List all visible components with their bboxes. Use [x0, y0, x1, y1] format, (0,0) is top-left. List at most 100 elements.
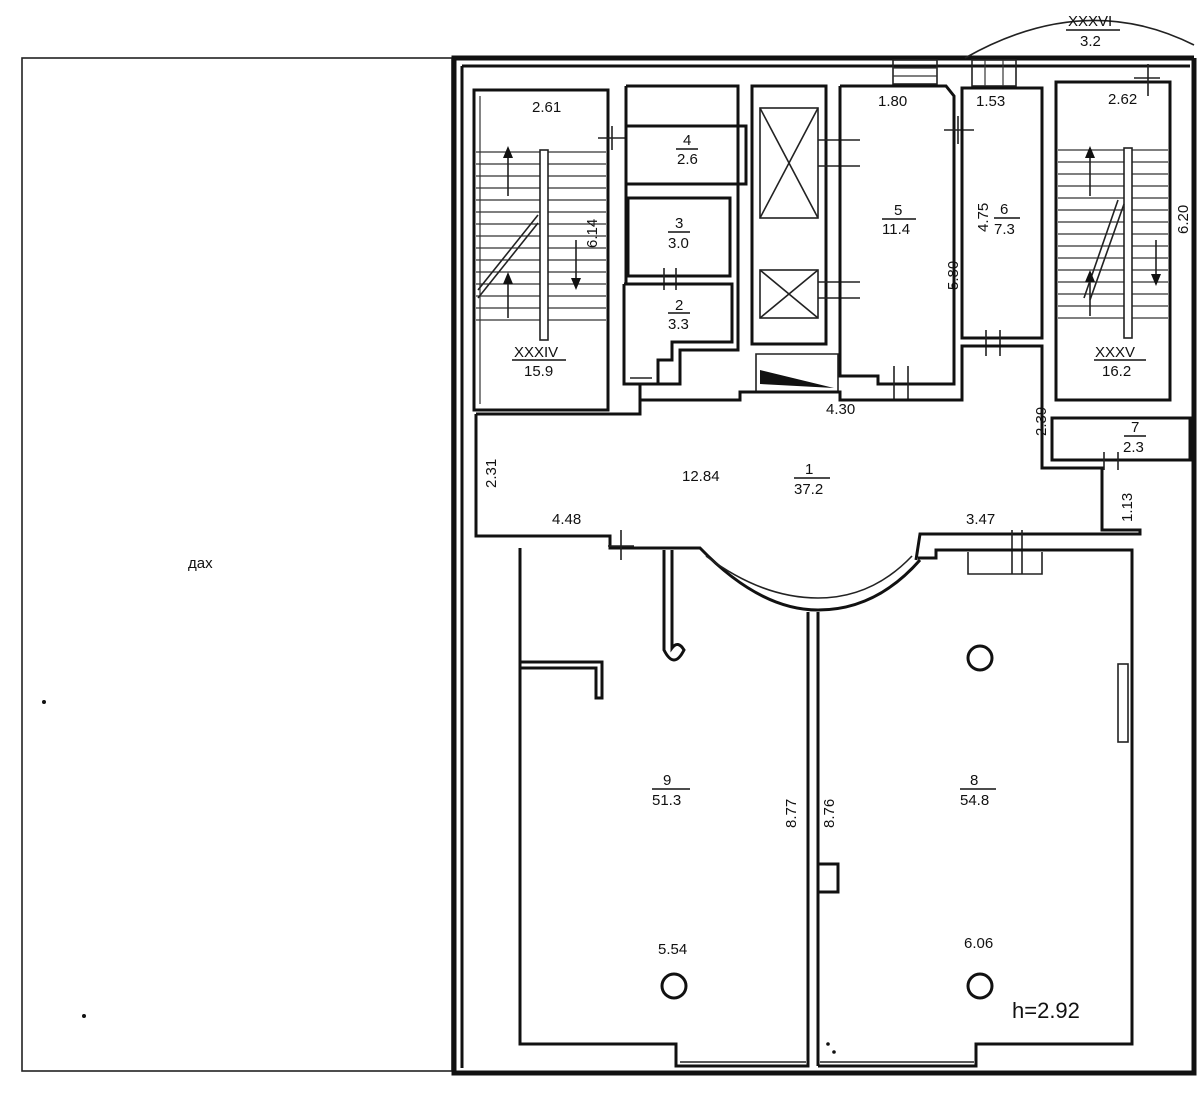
- dim-6-20: 6.20: [1175, 205, 1192, 234]
- roof-area-outline: [21, 57, 453, 1072]
- dim-8-76: 8.76: [821, 799, 838, 828]
- dim-5-80: 5.80: [945, 261, 962, 290]
- stair-xxxiv-down-arrow: [571, 240, 581, 290]
- room-number-4: 4: [683, 132, 691, 149]
- room-label-xxxv: XXXV 16.2: [1094, 344, 1146, 380]
- room-label-9: 9 51.3: [652, 772, 690, 809]
- stair-xxxiv-well: [539, 149, 549, 341]
- room-number-xxxv: XXXV: [1095, 344, 1135, 361]
- room-area-xxxvi: 3.2: [1080, 33, 1101, 50]
- room-number-1: 1: [805, 461, 813, 478]
- room-2-wall: [622, 282, 734, 386]
- room-area-xxxv: 16.2: [1102, 363, 1131, 380]
- corridor-1-curved-wall: [664, 546, 922, 612]
- elevator-cross: [759, 107, 819, 219]
- stair-xxxv-up-arrow: [1085, 270, 1095, 316]
- dim-3-47: 3.47: [966, 511, 995, 528]
- mark-dot: [826, 1042, 830, 1046]
- elevator-block-wall: [750, 84, 828, 346]
- room-label-1: 1 37.2: [794, 461, 830, 498]
- stair-xxxiv-break-line: [477, 214, 539, 291]
- stair-xxxiv-up-arrow: [503, 272, 513, 318]
- room-9-pier: [662, 550, 686, 662]
- stair-xxxv-well: [1123, 147, 1133, 339]
- room-8-wall-recess: [1117, 663, 1129, 743]
- room-8-top-jog: [967, 552, 1043, 575]
- room-9-wall: [518, 548, 810, 1068]
- room-area-7: 2.3: [1123, 439, 1144, 456]
- vent-symbol: [971, 59, 1017, 87]
- room-8-wall: [818, 548, 1134, 1068]
- elevator-shaft-1: [759, 107, 819, 219]
- room-5-wall: [838, 84, 956, 386]
- room-label-8: 8 54.8: [960, 772, 996, 809]
- room-label-4: 4 2.6: [676, 132, 698, 168]
- room-number-5: 5: [894, 202, 902, 219]
- corridor-1-wall: [476, 344, 1142, 561]
- room-area-6: 7.3: [994, 221, 1015, 238]
- room-label-xxxvi: XXXVI 3.2: [1066, 13, 1120, 50]
- room-7-wall: [1050, 416, 1192, 462]
- room-number-3: 3: [675, 215, 683, 232]
- corridor-1-wall-left: [474, 414, 664, 550]
- room-number-xxxiv: XXXIV: [514, 344, 558, 361]
- room-area-9: 51.3: [652, 792, 681, 809]
- room-label-7: 7 2.3: [1123, 419, 1146, 456]
- stair-xxxv-down-arrow: [1151, 240, 1161, 286]
- room-label-3: 3 3.0: [668, 215, 690, 252]
- building-outer-wall: [451, 55, 1197, 1076]
- dim-5-54: 5.54: [658, 941, 687, 958]
- room-area-1: 37.2: [794, 481, 823, 498]
- mark-dot: [832, 1050, 836, 1054]
- dim-2-39: 2.39: [1033, 407, 1050, 436]
- dim-8-77: 8.77: [783, 799, 800, 828]
- room-area-3: 3.0: [668, 235, 689, 252]
- ceiling-height-label: h=2.92: [1012, 998, 1080, 1023]
- room-area-5: 11.4: [882, 221, 910, 238]
- dim-4-30: 4.30: [826, 401, 855, 418]
- room-number-7: 7: [1131, 419, 1139, 436]
- room-label-6: 6 7.3: [994, 201, 1020, 238]
- room-3-wall: [626, 196, 732, 278]
- elevator-cross: [759, 269, 819, 319]
- dim-4-75: 4.75: [975, 203, 992, 232]
- dim-2-61: 2.61: [532, 99, 561, 116]
- room-area-8: 54.8: [960, 792, 989, 809]
- room-area-xxxiv: 15.9: [524, 363, 553, 380]
- stair-xxxiv-up-arrow: [503, 146, 513, 196]
- room-label-2: 2 3.3: [668, 297, 690, 333]
- column: [966, 644, 994, 672]
- room-6-wall: [960, 86, 1044, 340]
- elevator-shaft-2: [759, 269, 819, 319]
- stair-xxxiv-break-line: [477, 222, 539, 299]
- room-number-8: 8: [970, 772, 978, 789]
- dim-2-62: 2.62: [1108, 91, 1137, 108]
- room-label-5: 5 11.4: [882, 202, 916, 238]
- dim-1-13: 1.13: [1119, 493, 1136, 522]
- chute-fill: [760, 370, 834, 388]
- dim-12-84: 12.84: [682, 468, 720, 485]
- room-xxxiv-wall: [472, 88, 610, 412]
- column: [660, 972, 688, 1000]
- room-area-4: 2.6: [677, 151, 698, 168]
- stair-xxxv-break-line: [1083, 199, 1119, 299]
- dim-6-14: 6.14: [584, 219, 601, 248]
- dim-4-48: 4.48: [552, 511, 581, 528]
- room-number-2: 2: [675, 297, 683, 314]
- roof-label: дах: [188, 555, 213, 572]
- room-number-9: 9: [663, 772, 671, 789]
- room-area-2: 3.3: [668, 316, 689, 333]
- vent-symbol: [892, 59, 938, 85]
- column: [966, 972, 994, 1000]
- room-label-xxxiv: XXXIV 15.9: [512, 344, 566, 380]
- stair-xxxv-break-line: [1089, 203, 1125, 301]
- dim-2-31: 2.31: [483, 459, 500, 488]
- room-number-xxxvi: XXXVI: [1068, 13, 1112, 30]
- room-number-6: 6: [1000, 201, 1008, 218]
- balcony-xxxvi-arc: [964, 19, 1195, 59]
- dim-6-06: 6.06: [964, 935, 993, 952]
- room-9-left-jog: [520, 660, 604, 700]
- room-xxxv-wall: [1054, 80, 1172, 402]
- stair-xxxv-up-arrow: [1085, 146, 1095, 196]
